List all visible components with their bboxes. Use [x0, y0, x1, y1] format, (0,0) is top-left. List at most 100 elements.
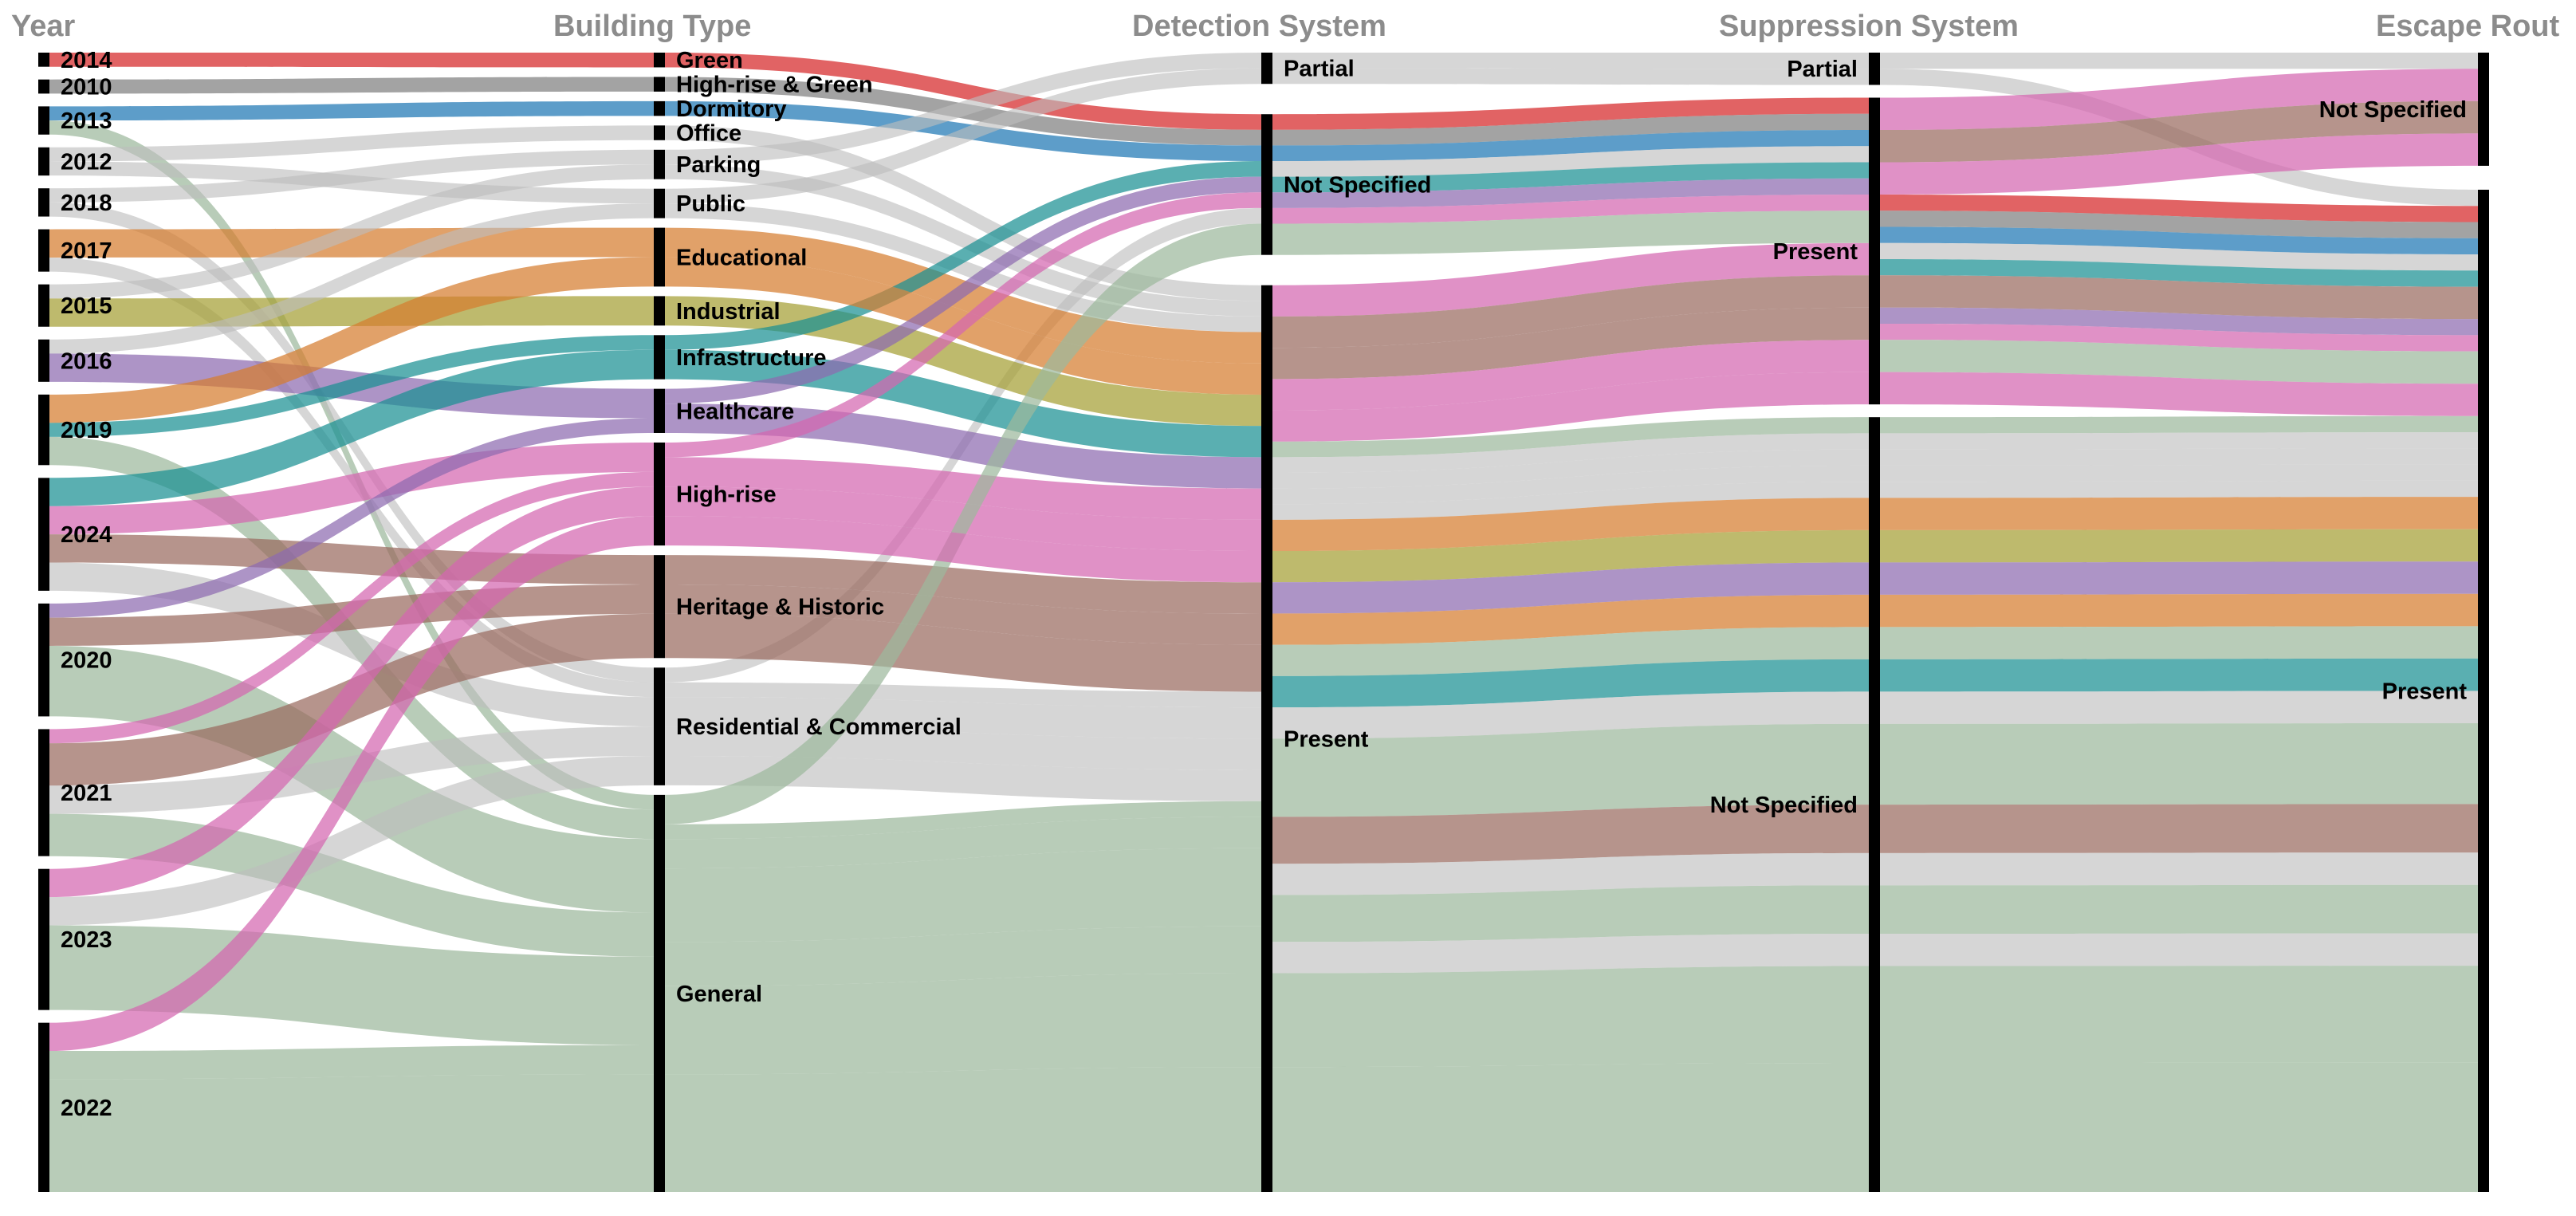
ribbon-suppression-to-escape[interactable]: [1880, 966, 2478, 1064]
ribbon-building-to-detection[interactable]: [665, 848, 1261, 942]
ribbon-detection-to-suppression[interactable]: [1272, 594, 1869, 645]
ribbon-building-to-detection[interactable]: [665, 203, 1261, 333]
category-bar-building[interactable]: [654, 794, 665, 1192]
ribbon-building-to-detection[interactable]: [665, 53, 1261, 165]
category-bar-detection[interactable]: [1261, 53, 1272, 85]
dimension-title-building-type[interactable]: Building Type: [553, 10, 752, 43]
category-bar-year[interactable]: [38, 478, 49, 591]
category-bar-year[interactable]: [38, 729, 49, 856]
ribbon-suppression-to-escape[interactable]: [1880, 561, 2478, 595]
ribbon-detection-to-suppression[interactable]: [1272, 449, 1869, 489]
ribbon-year-to-building[interactable]: [49, 1074, 654, 1192]
ribbon-suppression-to-escape[interactable]: [1880, 448, 2478, 466]
ribbon-detection-to-suppression[interactable]: [1272, 113, 1869, 146]
ribbon-building-to-detection[interactable]: [665, 755, 1261, 801]
ribbon-year-to-building[interactable]: [49, 516, 654, 1052]
ribbon-building-to-detection[interactable]: [665, 164, 1261, 317]
category-bar-year[interactable]: [38, 229, 49, 272]
category-bar-escape[interactable]: [2478, 53, 2489, 166]
category-bar-year[interactable]: [38, 394, 49, 466]
category-bar-building[interactable]: [654, 125, 665, 140]
category-bar-year[interactable]: [38, 79, 49, 94]
category-bar-suppression[interactable]: [1869, 53, 1880, 85]
ribbon-building-to-detection[interactable]: [665, 457, 1261, 520]
category-bar-building[interactable]: [654, 442, 665, 546]
ribbon-detection-to-suppression[interactable]: [1272, 178, 1869, 208]
ribbon-detection-to-suppression[interactable]: [1272, 482, 1869, 520]
ribbon-building-to-detection[interactable]: [665, 161, 1261, 350]
ribbon-detection-to-suppression[interactable]: [1272, 934, 1869, 974]
ribbon-detection-to-suppression[interactable]: [1272, 966, 1869, 1068]
ribbon-year-to-building[interactable]: [49, 257, 654, 423]
ribbon-suppression-to-escape[interactable]: [1880, 194, 2478, 222]
ribbon-detection-to-suppression[interactable]: [1272, 340, 1869, 411]
dimension-title-escape-route[interactable]: Escape Rout: [2376, 10, 2560, 43]
ribbon-suppression-to-escape[interactable]: [1880, 691, 2478, 724]
ribbon-detection-to-suppression[interactable]: [1272, 852, 1869, 895]
category-bar-suppression[interactable]: [1869, 417, 1880, 1192]
ribbon-building-to-detection[interactable]: [665, 223, 1261, 824]
ribbon-year-to-building[interactable]: [49, 203, 654, 354]
ribbon-year-to-building[interactable]: [49, 149, 654, 203]
category-bar-year[interactable]: [38, 868, 49, 1010]
ribbon-suppression-to-escape[interactable]: [1880, 432, 2478, 450]
category-bar-building[interactable]: [654, 53, 665, 68]
dimension-title-year[interactable]: Year: [11, 10, 76, 43]
ribbon-building-to-detection[interactable]: [665, 926, 1261, 986]
ribbon-year-to-building[interactable]: [49, 418, 654, 618]
ribbon-detection-to-suppression[interactable]: [1272, 242, 1869, 317]
ribbon-detection-to-suppression[interactable]: [1272, 97, 1869, 130]
ribbon-year-to-building[interactable]: [49, 296, 654, 327]
ribbon-detection-to-suppression[interactable]: [1272, 129, 1869, 162]
ribbon-suppression-to-escape[interactable]: [1880, 852, 2478, 886]
ribbon-suppression-to-escape[interactable]: [1880, 211, 2478, 238]
ribbon-building-to-detection[interactable]: [665, 516, 1261, 583]
ribbon-building-to-detection[interactable]: [665, 68, 1261, 204]
ribbon-year-to-building[interactable]: [49, 77, 654, 94]
ribbon-year-to-building[interactable]: [49, 755, 654, 926]
ribbon-suppression-to-escape[interactable]: [1880, 307, 2478, 336]
ribbon-suppression-to-escape[interactable]: [1880, 884, 2478, 935]
ribbon-building-to-detection[interactable]: [665, 682, 1261, 708]
ribbon-suppression-to-escape[interactable]: [1880, 323, 2478, 352]
ribbon-suppression-to-escape[interactable]: [1880, 480, 2478, 498]
category-bar-building[interactable]: [654, 555, 665, 659]
category-bar-year[interactable]: [38, 284, 49, 327]
ribbon-detection-to-suppression[interactable]: [1272, 211, 1869, 255]
ribbon-year-to-building[interactable]: [49, 1045, 654, 1080]
category-bar-year[interactable]: [38, 106, 49, 135]
ribbon-detection-to-suppression[interactable]: [1272, 307, 1869, 380]
ribbon-year-to-building[interactable]: [49, 120, 654, 810]
ribbon-detection-to-suppression[interactable]: [1272, 162, 1869, 193]
category-bar-year[interactable]: [38, 188, 49, 217]
ribbon-detection-to-suppression[interactable]: [1272, 372, 1869, 442]
ribbon-detection-to-suppression[interactable]: [1272, 68, 1869, 85]
ribbon-year-to-building[interactable]: [49, 442, 654, 535]
ribbon-suppression-to-escape[interactable]: [1880, 933, 2478, 966]
ribbon-detection-to-suppression[interactable]: [1272, 627, 1869, 676]
ribbon-detection-to-suppression[interactable]: [1272, 659, 1869, 708]
ribbon-year-to-building[interactable]: [49, 471, 654, 744]
category-bar-year[interactable]: [38, 1022, 49, 1192]
ribbon-building-to-detection[interactable]: [665, 973, 1261, 1075]
ribbon-suppression-to-escape[interactable]: [1880, 372, 2478, 416]
ribbon-year-to-building[interactable]: [49, 227, 654, 258]
ribbon-building-to-detection[interactable]: [665, 555, 1261, 614]
category-bar-year[interactable]: [38, 53, 49, 67]
ribbon-detection-to-suppression[interactable]: [1272, 1063, 1869, 1192]
category-bar-building[interactable]: [654, 335, 665, 380]
ribbon-year-to-building[interactable]: [49, 584, 654, 646]
category-bar-suppression[interactable]: [1869, 97, 1880, 405]
ribbon-building-to-detection[interactable]: [665, 584, 1261, 645]
category-bar-year[interactable]: [38, 147, 49, 176]
ribbon-suppression-to-escape[interactable]: [1880, 804, 2478, 853]
ribbon-detection-to-suppression[interactable]: [1272, 53, 1869, 69]
ribbon-detection-to-suppression[interactable]: [1272, 805, 1869, 864]
category-bar-escape[interactable]: [2478, 189, 2489, 1193]
category-bar-year[interactable]: [38, 603, 49, 717]
ribbon-detection-to-suppression[interactable]: [1272, 885, 1869, 942]
ribbon-suppression-to-escape[interactable]: [1880, 53, 2478, 69]
ribbon-year-to-building[interactable]: [49, 562, 654, 727]
ribbon-year-to-building[interactable]: [49, 925, 654, 1045]
ribbon-detection-to-suppression[interactable]: [1272, 433, 1869, 473]
